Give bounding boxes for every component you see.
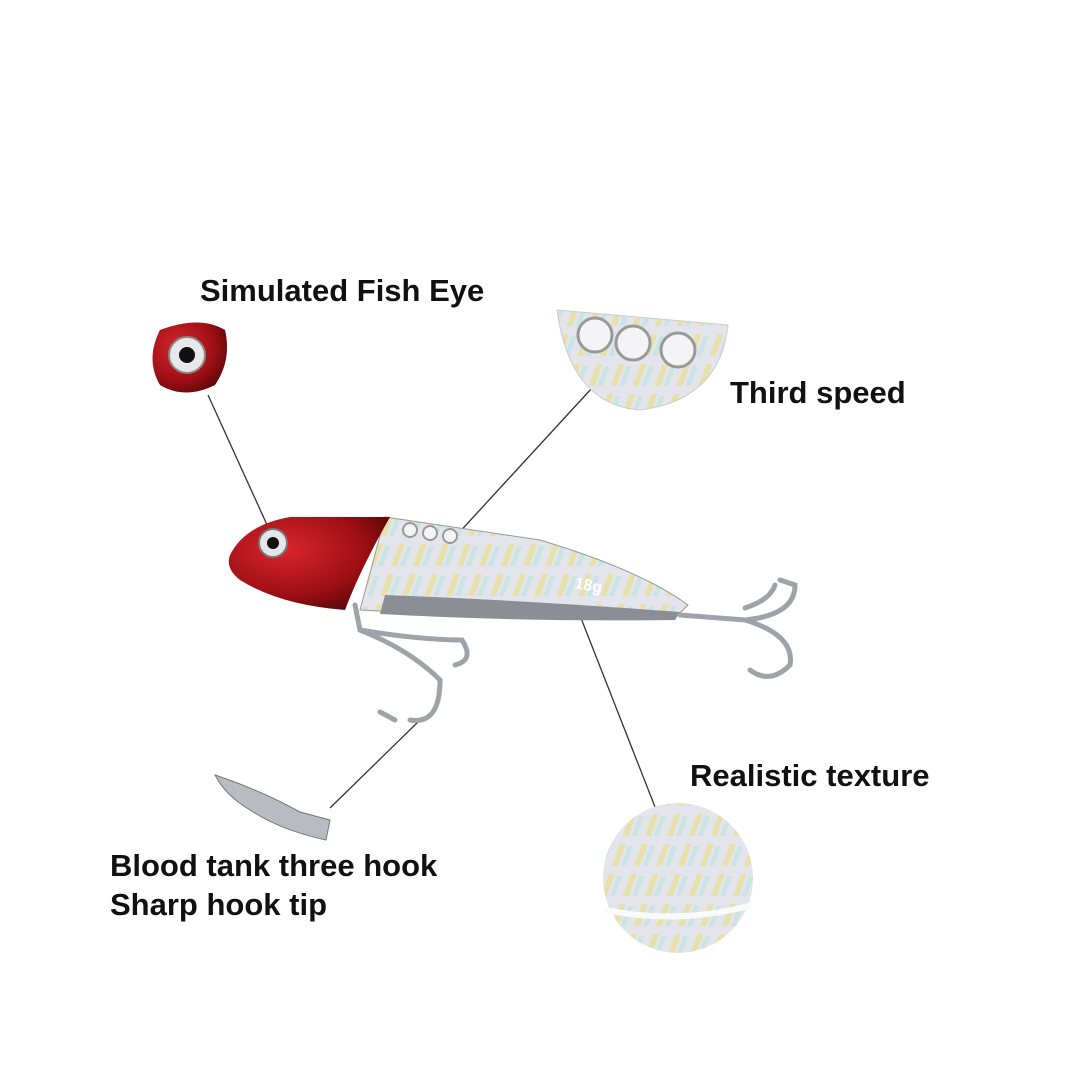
rear-treble-hook [677, 577, 798, 679]
front-treble-hook [352, 602, 470, 723]
texture-closeup [603, 803, 753, 953]
hook-leader-line [329, 719, 421, 809]
label-third-speed: Third speed [730, 375, 906, 410]
blade-closeup [556, 309, 729, 411]
blade-leader-line [454, 387, 593, 538]
weight-marking: 18g [573, 575, 603, 597]
eye-leader-line [207, 394, 269, 528]
texture-leader-line [569, 589, 658, 813]
label-hook-line2: Sharp hook tip [110, 887, 327, 922]
fish-eye-closeup [152, 322, 228, 393]
label-realistic-texture: Realistic texture [690, 758, 930, 793]
lure-body: 18g [228, 516, 689, 621]
hook-tip-closeup [214, 774, 331, 841]
label-hook-line1: Blood tank three hook [110, 848, 438, 883]
label-fish-eye: Simulated Fish Eye [200, 273, 485, 308]
